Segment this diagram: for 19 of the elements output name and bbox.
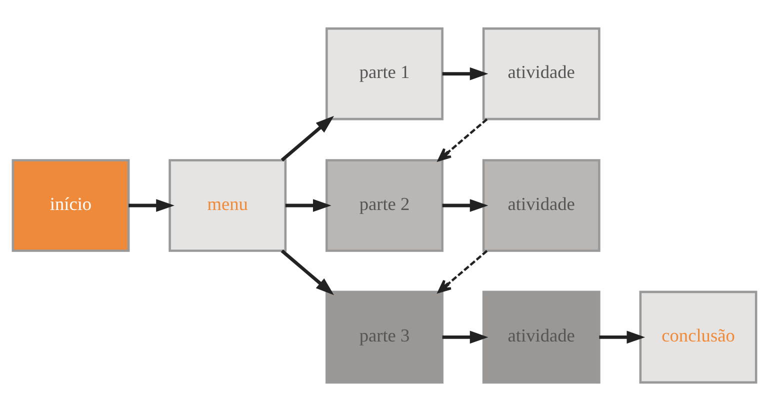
- arrow: [442, 330, 488, 344]
- node-box: atividade: [482, 290, 600, 384]
- arrow: [128, 199, 174, 212]
- node-box: parte 2: [326, 159, 444, 252]
- node-box: parte 3: [326, 290, 444, 384]
- node-box: conclusão: [639, 290, 758, 384]
- node-box: atividade: [482, 159, 600, 252]
- arrow: [280, 250, 334, 296]
- arrow: [280, 116, 334, 162]
- node-box: início: [12, 159, 130, 252]
- node-box: menu: [168, 159, 287, 252]
- arrow: [442, 67, 488, 80]
- node-box: atividade: [482, 27, 600, 120]
- arrow: [438, 118, 488, 162]
- arrow: [285, 199, 332, 212]
- arrow: [442, 199, 488, 212]
- arrow: [599, 330, 646, 344]
- node-box: parte 1: [326, 27, 444, 120]
- arrow: [438, 250, 488, 293]
